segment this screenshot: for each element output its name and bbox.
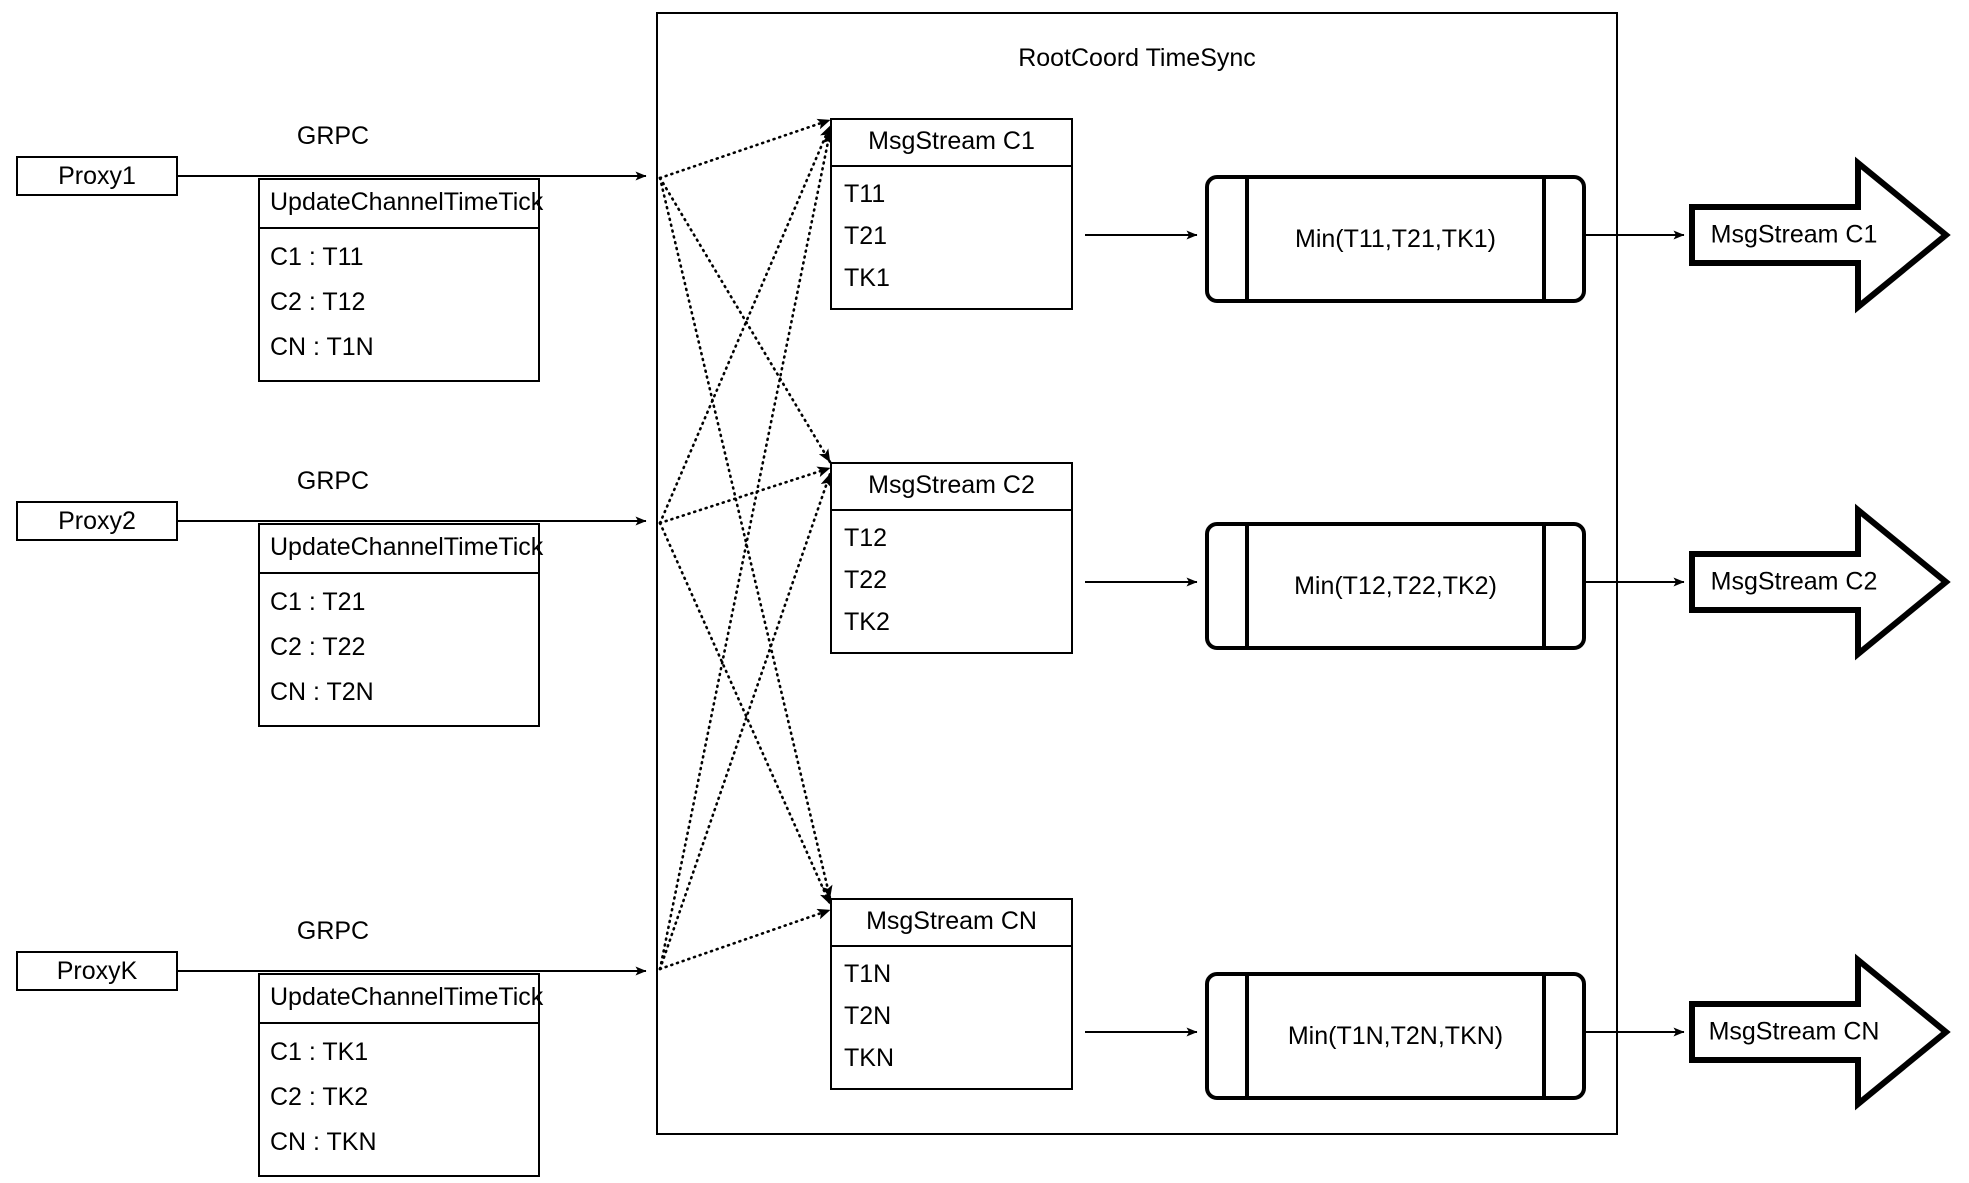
grpc-label-3: GRPC [296,917,370,945]
table-body: C1 : T11 C2 : T12 CN : T1N [260,229,538,380]
table-header: UpdateChannelTimeTick [260,525,543,574]
tick-row: T2N [844,1001,892,1030]
msgstream-table-cn: MsgStream CN T1N T2N TKN [830,898,1073,1090]
table-body: C1 : T21 C2 : T22 CN : T2N [260,574,538,725]
proxy-label: Proxy2 [58,506,136,535]
output-stream-label: MsgStream CN [1708,1017,1880,1046]
min-process-c2: Min(T12,T22,TK2) [1205,522,1586,650]
proxy-box-3[interactable]: ProxyK [16,951,178,991]
process-bar-left [1245,175,1249,303]
rootcoord-timesync-title: RootCoord TimeSync [1018,44,1256,72]
proxy-label: ProxyK [56,956,138,985]
min-process-cn: Min(T1N,T2N,TKN) [1205,972,1586,1100]
msgstream-table-body: T12 T22 TK2 [832,511,1071,652]
tick-row: T21 [844,221,888,250]
proxy-label: Proxy1 [58,161,136,190]
process-bar-right [1542,522,1546,650]
proxy-box-2[interactable]: Proxy2 [16,501,178,541]
process-bar-right [1542,175,1546,303]
output-stream-label: MsgStream C2 [1710,567,1878,596]
table-header: UpdateChannelTimeTick [260,975,543,1024]
msgstream-table-header: MsgStream C2 [832,464,1071,511]
process-bar-left [1245,522,1249,650]
table-header: UpdateChannelTimeTick [260,180,543,229]
tick-row: TK2 [844,608,890,637]
tick-row: T11 [844,179,886,208]
table-body: C1 : TK1 C2 : TK2 CN : TKN [260,1024,538,1175]
table-row: C2 : TK2 [270,1083,369,1111]
table-row: C1 : T11 [270,243,364,271]
update-channel-timetick-table-3: UpdateChannelTimeTick C1 : TK1 C2 : TK2 … [258,973,543,1177]
output-stream-label: MsgStream C1 [1710,220,1878,249]
min-label: Min(T12,T22,TK2) [1294,571,1497,600]
table-row: C1 : TK1 [270,1038,369,1066]
msgstream-table-body: T11 T21 TK1 [832,167,1071,308]
msgstream-table-c1: MsgStream C1 T11 T21 TK1 [830,118,1073,310]
rootcoord-timesync-container [656,12,1618,1135]
table-row: C2 : T22 [270,633,366,661]
table-row: CN : T1N [270,333,374,361]
output-block-arrow-cn: MsgStream CN [1689,952,1951,1112]
process-bar-left [1245,972,1249,1100]
table-row: C1 : T21 [270,588,366,616]
msgstream-table-header: MsgStream C1 [832,120,1071,167]
tick-row: T1N [844,959,892,988]
process-bar-right [1542,972,1546,1100]
table-row: C2 : T12 [270,288,366,316]
update-channel-timetick-table-1: UpdateChannelTimeTick C1 : T11 C2 : T12 … [258,178,543,382]
update-channel-timetick-table-2: UpdateChannelTimeTick C1 : T21 C2 : T22 … [258,523,543,727]
min-label: Min(T1N,T2N,TKN) [1287,1021,1504,1050]
msgstream-table-header: MsgStream CN [832,900,1071,947]
output-block-arrow-c1: MsgStream C1 [1689,155,1951,315]
min-process-c1: Min(T11,T21,TK1) [1205,175,1586,303]
grpc-label-1: GRPC [296,122,370,150]
tick-row: TKN [844,1044,894,1073]
table-row: CN : TKN [270,1128,377,1156]
msgstream-table-c2: MsgStream C2 T12 T22 TK2 [830,462,1073,654]
tick-row: T22 [844,565,888,594]
output-block-arrow-c2: MsgStream C2 [1689,502,1951,662]
tick-row: TK1 [844,264,890,293]
min-label: Min(T11,T21,TK1) [1295,224,1496,253]
msgstream-table-body: T1N T2N TKN [832,947,1071,1088]
tick-row: T12 [844,523,888,552]
grpc-label-2: GRPC [296,467,370,495]
proxy-box-1[interactable]: Proxy1 [16,156,178,196]
table-row: CN : T2N [270,678,374,706]
